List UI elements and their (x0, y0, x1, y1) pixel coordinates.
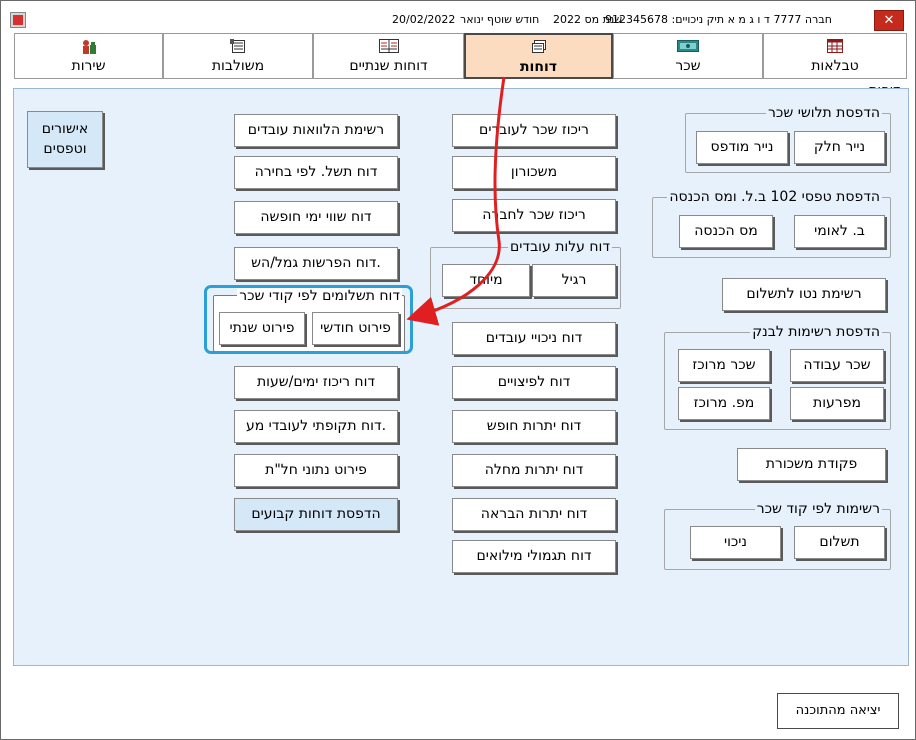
tax-year: שנת מס 2022 (553, 13, 623, 26)
annual-detail-button[interactable]: פירוט שנתי (219, 312, 305, 345)
title-bar: ✕ חברה 7777 ד ו ג מ א תיק ניכויים: 91234… (1, 1, 915, 33)
pension-provisions-button[interactable]: דוח הפרשות גמל/הש. (234, 247, 398, 280)
title-date: 20/02/2022 (392, 13, 456, 26)
sick-balance-button[interactable]: דוח יתרות מחלה (452, 454, 616, 487)
consolidated-salary-button[interactable]: שכר מרוכז (678, 349, 770, 382)
tab-combined[interactable]: משולבות (163, 33, 313, 79)
exit-button[interactable]: יציאה מהתוכנה (777, 693, 899, 729)
service-icon (81, 39, 97, 54)
current-month: חודש שוטף ינואר (460, 13, 540, 26)
selected-payments-button[interactable]: דוח תשל. לפי בחירה (234, 156, 398, 189)
approvals-forms-button[interactable]: אישורים וטפסים (27, 111, 103, 168)
reports-icon (531, 40, 547, 54)
group-label: הדפסת תלושי שכר (766, 104, 882, 122)
payslips-group: הדפסת תלושי שכר (685, 104, 891, 173)
tab-label: שכר (675, 58, 701, 74)
reserve-pay-button[interactable]: דוח תגמולי מילואים (452, 540, 616, 573)
employee-loans-button[interactable]: רשימת הלוואות עובדים (234, 114, 398, 147)
group-label: רשימות לפי קוד שכר (754, 500, 882, 518)
consolidated-advances-button[interactable]: מפ. מרוכז (678, 387, 770, 420)
work-salary-button[interactable]: שכר עבודה (790, 349, 884, 382)
monthly-detail-button[interactable]: פירוט חודשי (312, 312, 399, 345)
recovery-balance-button[interactable]: דוח יתרות הבראה (452, 498, 616, 531)
regular-cost-button[interactable]: רגיל (532, 264, 616, 297)
bottom-area (1, 667, 915, 739)
approvals-line1: אישורים (41, 121, 89, 137)
vacation-balance-button[interactable]: דוח יתרות חופש (452, 410, 616, 443)
group-label: הדפסת טפסי 102 ב.ל. ומס הכנסה (667, 188, 882, 206)
tab-tables[interactable]: טבלאות (763, 33, 907, 79)
national-insurance-button[interactable]: ב. לאומי (794, 215, 885, 248)
tab-reports[interactable]: דוחות (464, 33, 613, 79)
employee-cost-group: דוח עלות עובדים (430, 238, 621, 309)
salary-order-button[interactable]: פקודת משכורת (737, 448, 886, 481)
days-hours-summary-button[interactable]: דוח ריכוז ימים/שעות (234, 366, 398, 399)
special-cost-button[interactable]: מיוחד (442, 264, 530, 297)
blank-paper-button[interactable]: נייר חלק (794, 131, 885, 164)
group-label: דוח תשלומים לפי קודי שכר (237, 287, 402, 305)
tab-bar: טבלאות שכר דוחות דוחות שנתיים משולבות (14, 33, 907, 79)
deduction-code-button[interactable]: ניכוי (690, 526, 781, 559)
printed-paper-button[interactable]: נייר מודפס (696, 131, 788, 164)
print-fixed-reports-button[interactable]: הדפסת דוחות קבועים (234, 498, 398, 531)
tab-annual-reports[interactable]: דוחות שנתיים (313, 33, 464, 79)
tab-label: דוחות (519, 59, 558, 75)
severance-report-button[interactable]: דוח לפיצויים (452, 366, 616, 399)
close-button[interactable]: ✕ (874, 10, 904, 31)
tab-label: טבלאות (811, 58, 859, 74)
forms-102-group: הדפסת טפסי 102 ב.ל. ומס הכנסה (652, 188, 891, 258)
annual-reports-icon (378, 39, 399, 53)
tab-label: משולבות (211, 58, 265, 74)
tab-service[interactable]: שירות (14, 33, 163, 79)
salary-icon (677, 39, 699, 53)
tab-label: דוחות שנתיים (349, 58, 428, 74)
advances-button[interactable]: מפרעות (790, 387, 884, 420)
company-info: חברה 7777 ד ו ג מ א תיק ניכויים: 9123456… (605, 13, 832, 26)
company-salary-summary-button[interactable]: ריכוז שכר לחברה (452, 199, 616, 232)
bank-lists-group: הדפסת רשימות לבנק (664, 323, 891, 430)
approvals-line2: וטפסים (43, 141, 87, 157)
tab-label: שירות (71, 58, 106, 74)
net-pay-list-button[interactable]: רשימת נטו לתשלום (722, 278, 886, 311)
group-label: דוח עלות עובדים (508, 238, 612, 256)
periodic-vat-report-button[interactable]: דוח תקופתי לעובדי מע. (234, 410, 398, 443)
tab-salary[interactable]: שכר (613, 33, 763, 79)
group-label: הדפסת רשימות לבנק (750, 323, 882, 341)
payment-code-button[interactable]: תשלום (794, 526, 885, 559)
payslip-button[interactable]: משכורון (452, 156, 616, 189)
employees-salary-summary-button[interactable]: ריכוז שכר לעובדים (452, 114, 616, 147)
employee-deductions-button[interactable]: דוח ניכויי עובדים (452, 322, 616, 355)
combined-icon (230, 39, 246, 53)
income-tax-button[interactable]: מס הכנסה (679, 215, 773, 248)
app-icon (10, 12, 26, 28)
unpaid-leave-button[interactable]: פירוט נתוני חל"ת (234, 454, 398, 487)
highlight-box (204, 285, 413, 354)
salary-code-lists-group: רשימות לפי קוד שכר (664, 500, 891, 570)
table-icon (827, 39, 843, 53)
vacation-value-button[interactable]: דוח שווי ימי חופשה (234, 201, 398, 234)
